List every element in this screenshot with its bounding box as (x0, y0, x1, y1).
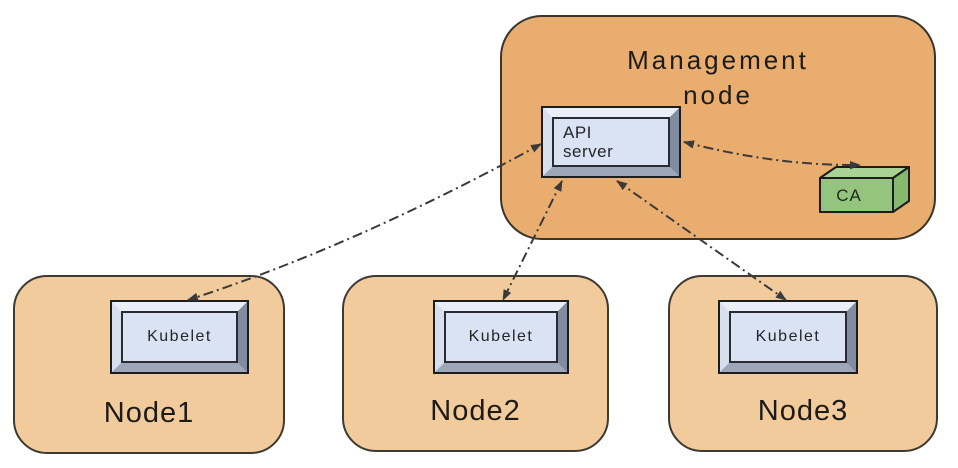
node1-box: Kubelet Node1 (13, 275, 285, 454)
node1-label: Node1 (103, 397, 195, 429)
management-node-box: Management node API server (500, 15, 936, 240)
node1-kubelet-box: Kubelet (110, 300, 249, 374)
node3-kubelet-label: Kubelet (755, 328, 821, 345)
management-node-label: Management node (627, 45, 809, 110)
node2-label: Node2 (430, 395, 521, 427)
node2-box: Kubelet Node2 (342, 275, 609, 452)
node2-kubelet-label: Kubelet (468, 328, 534, 345)
node3-kubelet-box: Kubelet (718, 300, 858, 374)
api-server-box: API server (541, 106, 681, 178)
node3-box: Kubelet Node3 (668, 275, 938, 452)
node3-label: Node3 (757, 395, 849, 427)
node2-kubelet-box: Kubelet (433, 300, 569, 374)
node1-kubelet-label: Kubelet (147, 328, 212, 345)
api-server-label: API server (563, 123, 614, 161)
